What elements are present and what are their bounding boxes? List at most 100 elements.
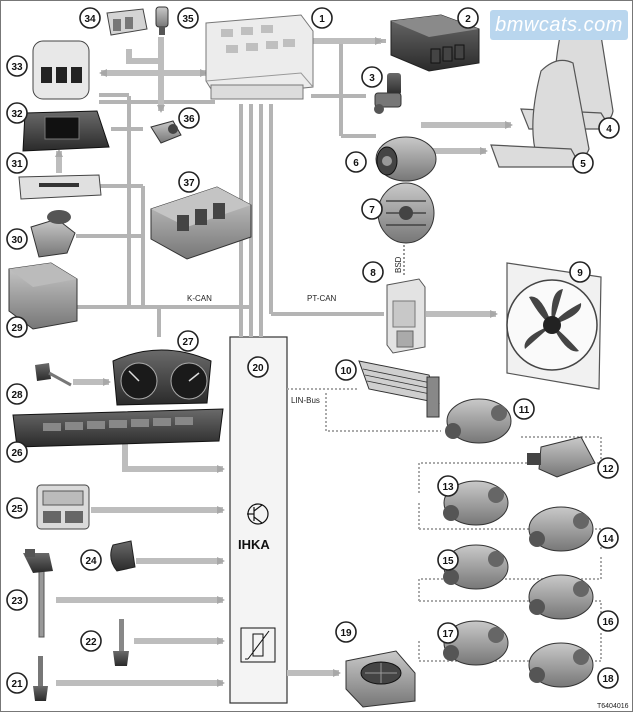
badge-33: 33 <box>6 55 28 77</box>
svg-text:24: 24 <box>85 556 97 567</box>
ihka-label: IHKA <box>238 537 270 552</box>
badge-29: 29 <box>6 316 28 338</box>
component-22-sensor <box>113 619 129 666</box>
badge-14: 14 <box>597 527 619 549</box>
component-1-junction-box <box>205 14 314 100</box>
svg-text:2: 2 <box>465 14 471 25</box>
svg-text:37: 37 <box>183 178 195 189</box>
svg-text:9: 9 <box>577 268 583 279</box>
svg-text:18: 18 <box>602 674 614 685</box>
badge-16: 16 <box>597 610 619 632</box>
component-25-switch-panel <box>36 484 90 530</box>
component-29-control-unit <box>8 262 78 330</box>
component-34-switch <box>106 8 148 36</box>
ptc-resistor-symbol <box>240 627 276 663</box>
component-12-actuator <box>527 436 596 478</box>
badge-3: 3 <box>361 66 383 88</box>
svg-text:6: 6 <box>353 158 359 169</box>
component-9-fan <box>506 262 602 390</box>
component-24-sensor <box>110 540 136 572</box>
svg-text:16: 16 <box>602 617 614 628</box>
component-15-actuator <box>443 544 509 590</box>
component-33-console <box>32 40 90 100</box>
component-8-control-unit <box>386 278 426 354</box>
component-31-radio <box>18 174 102 200</box>
svg-text:20: 20 <box>252 363 264 374</box>
arrows <box>56 121 513 687</box>
badge-15: 15 <box>437 549 459 571</box>
svg-text:35: 35 <box>182 14 194 25</box>
badge-21: 21 <box>6 672 28 694</box>
component-14-actuator <box>528 506 594 552</box>
svg-text:1: 1 <box>319 14 325 25</box>
lin-bus-label: LIN-Bus <box>291 396 320 405</box>
svg-text:22: 22 <box>85 637 97 648</box>
svg-text:15: 15 <box>442 556 454 567</box>
svg-text:4: 4 <box>606 124 612 135</box>
svg-text:13: 13 <box>442 482 454 493</box>
svg-text:8: 8 <box>370 268 376 279</box>
badge-1: 1 <box>311 7 333 29</box>
badge-30: 30 <box>6 228 28 250</box>
arrow-from-26 <box>122 441 225 473</box>
svg-text:10: 10 <box>340 366 352 377</box>
badge-11: 11 <box>513 398 535 420</box>
badge-4: 4 <box>598 117 620 139</box>
badge-26: 26 <box>6 441 28 463</box>
component-27-instrument-cluster <box>112 349 212 406</box>
component-21-sensor <box>33 656 48 701</box>
svg-text:3: 3 <box>369 73 375 84</box>
svg-text:32: 32 <box>11 109 23 120</box>
component-26-control-panel <box>12 408 224 448</box>
lin-bus-line <box>287 388 602 662</box>
svg-text:11: 11 <box>519 405 530 416</box>
badge-19: 19 <box>335 621 357 643</box>
svg-text:7: 7 <box>369 205 375 216</box>
component-35-sensor <box>155 6 169 35</box>
component-10-heater <box>358 360 440 418</box>
badge-28: 28 <box>6 383 28 405</box>
component-5-seat <box>490 59 590 168</box>
badge-18: 18 <box>597 667 619 689</box>
component-13-actuator <box>443 480 509 526</box>
svg-text:5: 5 <box>580 159 586 170</box>
svg-text:21: 21 <box>11 679 23 690</box>
component-18-actuator <box>528 642 594 688</box>
svg-text:34: 34 <box>84 14 96 25</box>
badge-23: 23 <box>6 589 28 611</box>
arrow-34-35 <box>126 49 208 77</box>
badge-24: 24 <box>80 549 102 571</box>
badge-37: 37 <box>178 171 200 193</box>
badge-35: 35 <box>177 7 199 29</box>
component-2-module <box>390 14 480 72</box>
watermark-text: bmwcats.com <box>495 14 623 36</box>
badge-25: 25 <box>6 497 28 519</box>
svg-text:29: 29 <box>11 323 23 334</box>
component-32-display <box>22 110 110 152</box>
svg-text:33: 33 <box>11 62 23 73</box>
svg-text:25: 25 <box>11 504 23 515</box>
badge-22: 22 <box>80 630 102 652</box>
badge-10: 10 <box>335 359 357 381</box>
badge-12: 12 <box>597 457 619 479</box>
svg-text:14: 14 <box>602 534 614 545</box>
component-30-module <box>30 210 76 258</box>
badge-13: 13 <box>437 475 459 497</box>
badge-6: 6 <box>345 151 367 173</box>
component-3-valve <box>374 73 402 114</box>
badge-8: 8 <box>362 261 384 283</box>
badge-32: 32 <box>6 102 28 124</box>
svg-text:36: 36 <box>183 114 195 125</box>
badge-7: 7 <box>361 198 383 220</box>
svg-text:23: 23 <box>11 596 23 607</box>
component-23-sensor <box>23 549 53 638</box>
svg-text:31: 31 <box>11 159 23 170</box>
svg-text:12: 12 <box>602 464 614 475</box>
component-11-actuator <box>445 398 512 444</box>
component-7-alternator <box>377 182 435 244</box>
svg-text:26: 26 <box>11 448 23 459</box>
badge-2: 2 <box>457 7 479 29</box>
svg-text:19: 19 <box>340 628 352 639</box>
